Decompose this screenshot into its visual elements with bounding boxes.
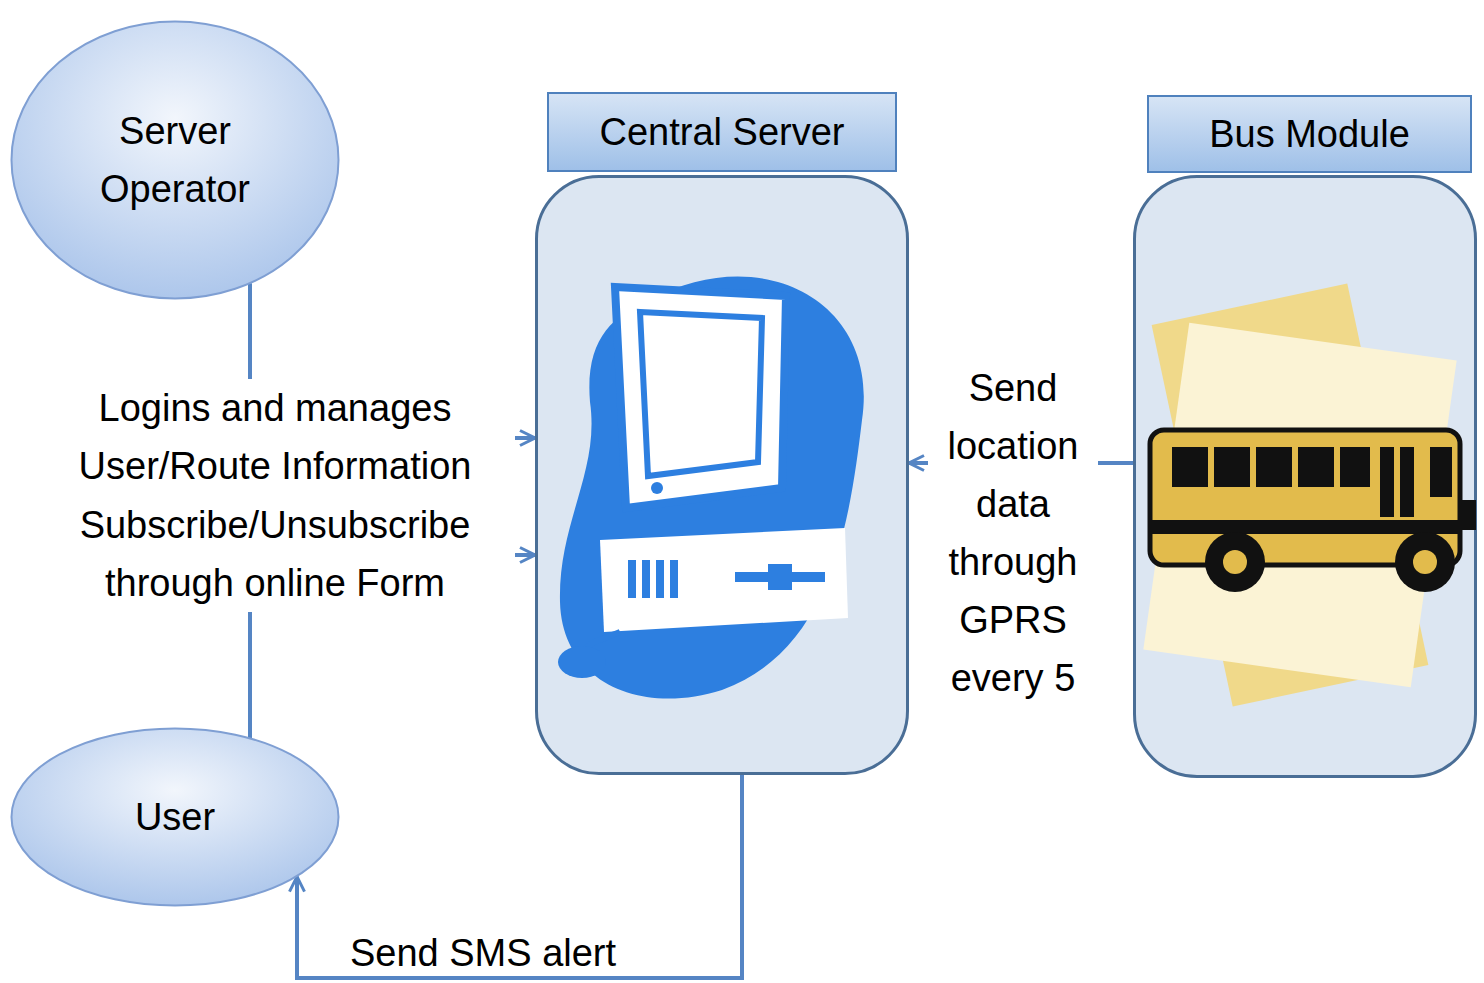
connector-arrow: [297, 775, 742, 978]
computer-case: [600, 528, 848, 632]
text-wrap: Server Operator: [10, 20, 340, 300]
bus-bumper: [1460, 500, 1476, 530]
bus-windshield: [1430, 447, 1452, 497]
ellipse-shape: [12, 22, 339, 299]
bus-window: [1172, 447, 1208, 487]
power-dot: [651, 482, 663, 494]
edge-label: Send SMS alert: [346, 930, 620, 976]
computer-icon: [558, 276, 864, 698]
wheel-hub: [1223, 550, 1247, 574]
text-wrap: User: [10, 727, 340, 907]
node-label: User: [135, 788, 215, 846]
wheel-hub: [1413, 550, 1437, 574]
monitor-frame: [615, 287, 786, 508]
bus-stripe: [1150, 520, 1460, 534]
slot: [642, 560, 650, 598]
edge-label: Send location data through GPRS every 5: [928, 359, 1098, 707]
bus-window: [1340, 447, 1370, 487]
actor-ellipse: User: [10, 727, 340, 907]
bus-window: [1298, 447, 1334, 487]
bus-door: [1400, 447, 1414, 517]
bus-window: [1214, 447, 1250, 487]
ellipse-outline: [10, 20, 340, 300]
actor-ellipse: Server Operator: [10, 20, 340, 300]
bus-wheel: [1205, 532, 1265, 592]
bus-door: [1380, 447, 1394, 517]
edge-label: Logins and manages User/Route Informatio…: [35, 379, 515, 495]
ellipse-shape: [12, 729, 339, 906]
monitor-screen: [640, 312, 762, 476]
bus-wheel: [1395, 532, 1455, 592]
drive-button: [768, 564, 792, 590]
slot: [628, 560, 636, 598]
panel-heading: Bus Module: [1147, 95, 1472, 173]
blob: [560, 276, 864, 698]
slot: [670, 560, 678, 598]
bus-icon: [1143, 283, 1476, 706]
slot: [656, 560, 664, 598]
bus-window: [1256, 447, 1292, 487]
node-label: Server Operator: [60, 102, 290, 218]
mouse: [558, 646, 606, 678]
panel-heading: Central Server: [547, 92, 897, 172]
edge-label: Subscribe/Unsubscribe through online For…: [35, 496, 515, 612]
